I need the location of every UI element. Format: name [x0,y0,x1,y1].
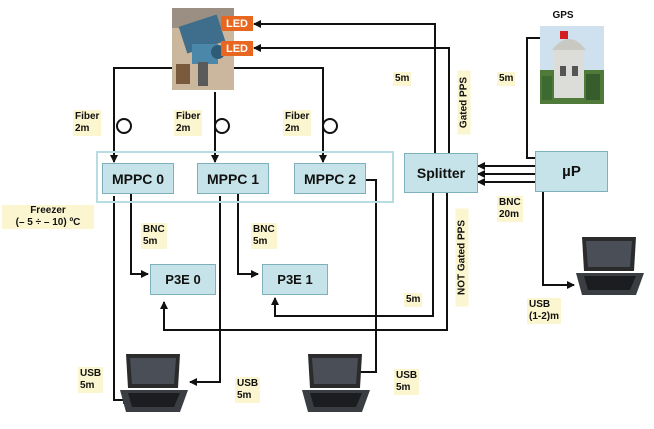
gps-length-label: 5m [497,72,516,86]
fiber-line-2 [233,67,327,163]
splitter-label: Splitter [416,165,466,181]
p3e-1-box: P3E 1 [262,264,328,295]
usb-label-up-length: (1-2)m [529,311,560,322]
usb-label-right-type: USB [396,370,418,381]
freezer-label-title: Freezer [30,205,66,216]
led-top-label: LED [226,17,248,30]
usb-line-right [345,179,377,376]
bnc-label-1-length: 5m [253,236,268,247]
mppc-0-box: MPPC 0 [102,163,174,194]
fiber-loop-0 [116,118,132,134]
p3e-1-label: P3E 1 [277,272,313,287]
gps-title: GPS [552,10,574,21]
splitter-box: Splitter [404,153,478,193]
microprocessor-box: µP [535,151,608,192]
usb-label-right-length: 5m [396,382,411,393]
gated-pps-line-1 [253,20,436,153]
fiber-label-2-type: Fiber [285,111,310,122]
fiber-line-0 [110,67,190,163]
gps-photo [540,26,604,104]
usb-line-up [542,192,575,289]
led-top: LED [221,16,253,31]
freezer-label: Freezer(– 5 ÷ – 10) ºC [2,205,94,229]
laptop-left [118,352,190,414]
led-bottom-label: LED [226,42,248,55]
bnc-line-0 [130,194,149,278]
usb-label-left-length: 5m [80,380,95,391]
usb-label-up: USB(1-2)m [527,298,562,324]
not-gated-line-1 [271,193,434,317]
fiber-label-0-type: Fiber [75,111,100,122]
mppc-2-label: MPPC 2 [303,170,357,187]
fiber-loop-1 [214,118,230,134]
bnc-label-0-type: BNC [143,224,165,235]
not-gated-length-label: 5m [404,293,423,307]
laptop-mid-icon [302,354,370,412]
bnc-label-1-type: BNC [253,224,275,235]
usb-label-mid-type: USB [237,378,259,389]
observatory-illustration [540,26,604,104]
mppc-1-label: MPPC 1 [206,170,260,187]
usb-line-mid [189,196,221,386]
gated-length-label: 5m [393,72,412,86]
freezer-label-range: (– 5 ÷ – 10) ºC [15,217,81,228]
led-bottom: LED [221,41,253,56]
fiber-loop-2 [322,118,338,134]
gated-pps-label: Gated PPS [457,70,471,135]
gated-pps-line-2 [253,44,450,153]
mppc-2-box: MPPC 2 [294,163,366,194]
usb-label-mid-length: 5m [237,390,252,401]
laptop-right [574,235,646,297]
bnc-label-0-length: 5m [143,236,158,247]
fiber-label-0-length: 2m [75,123,90,134]
p3e-0-box: P3E 0 [150,264,216,295]
p3e-0-label: P3E 0 [165,272,201,287]
bnc-label-up-length: 20m [499,209,520,220]
laptop-left-icon [120,354,188,412]
freezer-frame [96,151,394,203]
bnc-label-up-type: BNC [499,197,521,208]
gps-antenna-marker [560,31,568,39]
usb-label-up-type: USB [529,299,551,310]
fiber-label-1-length: 2m [176,123,191,134]
microprocessor-label: µP [562,163,581,180]
not-gated-pps-label: NOT Gated PPS [455,208,469,307]
fiber-label-1-type: Fiber [176,111,201,122]
mppc-0-label: MPPC 0 [111,170,165,187]
laptop-right-icon [576,237,644,295]
bnc-line-1 [237,194,259,278]
laptop-mid [300,352,372,414]
not-gated-line-0 [160,193,448,331]
usb-label-left-type: USB [80,368,102,379]
mppc-1-box: MPPC 1 [197,163,269,194]
fiber-label-2-length: 2m [285,123,300,134]
